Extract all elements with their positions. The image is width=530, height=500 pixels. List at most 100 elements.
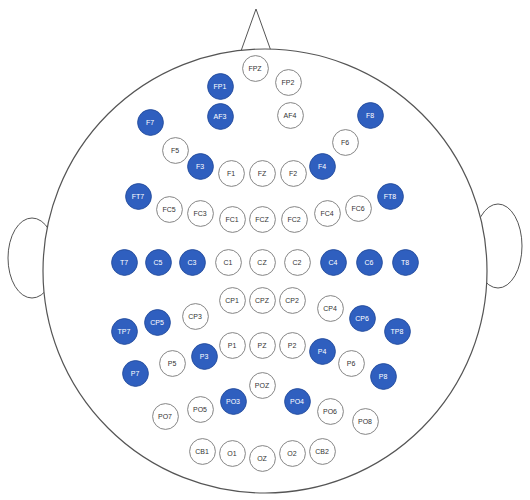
electrode: P4 bbox=[309, 338, 336, 365]
electrode-label: P7 bbox=[131, 370, 140, 377]
electrode-label: C1 bbox=[224, 259, 233, 266]
electrode: POZ bbox=[249, 372, 276, 399]
electrode-label: P3 bbox=[200, 353, 209, 360]
electrode-disc bbox=[349, 305, 375, 331]
electrode-label: AF4 bbox=[284, 112, 297, 119]
electrode-label: F4 bbox=[318, 163, 326, 170]
electrode: FPZ bbox=[242, 55, 269, 82]
electrode: FP2 bbox=[275, 69, 302, 96]
electrode-disc bbox=[284, 388, 310, 414]
electrode-disc bbox=[384, 318, 410, 344]
electrode-label: FT7 bbox=[132, 193, 144, 200]
electrode: PO7 bbox=[152, 403, 179, 430]
electrode-label: FP1 bbox=[214, 83, 227, 90]
electrode-disc bbox=[145, 249, 171, 275]
electrode-label: CP6 bbox=[355, 315, 369, 322]
electrode-label: FT8 bbox=[384, 193, 396, 200]
electrode-label: F2 bbox=[289, 170, 297, 177]
electrode-label: P2 bbox=[288, 342, 297, 349]
electrode: F8 bbox=[357, 102, 384, 129]
electrode-label: FC6 bbox=[351, 205, 364, 212]
electrode-disc bbox=[279, 440, 305, 466]
electrode: T7 bbox=[111, 249, 138, 276]
electrode: FCZ bbox=[249, 206, 276, 233]
electrode-label: F5 bbox=[171, 147, 179, 154]
nose bbox=[241, 9, 271, 51]
electrode-disc bbox=[242, 55, 268, 81]
electrode: C2 bbox=[284, 249, 311, 276]
electrode-disc bbox=[280, 160, 306, 186]
electrode-disc bbox=[309, 153, 335, 179]
electrode: F1 bbox=[218, 160, 245, 187]
electrode-label: FC3 bbox=[193, 210, 206, 217]
electrode-label: FCZ bbox=[255, 216, 269, 223]
electrode: FP1 bbox=[207, 73, 234, 100]
electrode-disc bbox=[152, 403, 178, 429]
electrode-label: PO7 bbox=[158, 413, 172, 420]
electrode-label: CB2 bbox=[315, 448, 329, 455]
electrode: AF3 bbox=[207, 103, 234, 130]
electrode-label: PO6 bbox=[323, 408, 337, 415]
electrode-disc bbox=[137, 109, 163, 135]
electrode: F3 bbox=[187, 153, 214, 180]
electrode-label: F3 bbox=[196, 163, 204, 170]
electrode: CP5 bbox=[144, 309, 171, 336]
electrode: O1 bbox=[219, 440, 246, 467]
electrode-disc bbox=[309, 438, 335, 464]
electrode: CZ bbox=[249, 249, 276, 276]
electrode: PO8 bbox=[352, 408, 379, 435]
electrode-disc bbox=[345, 195, 371, 221]
electrode-disc bbox=[182, 303, 208, 329]
electrode-label: PO4 bbox=[290, 398, 304, 405]
electrode: TP7 bbox=[111, 318, 138, 345]
electrode-label: TP7 bbox=[118, 328, 131, 335]
electrode-disc bbox=[162, 137, 188, 163]
electrode-disc bbox=[338, 350, 364, 376]
electrode-label: C5 bbox=[154, 259, 163, 266]
electrode-label: PO3 bbox=[226, 398, 240, 405]
electrode-label: FC4 bbox=[320, 210, 333, 217]
electrode-label: CZ bbox=[257, 259, 266, 266]
electrode: FT8 bbox=[377, 183, 404, 210]
electrode-label: F1 bbox=[227, 170, 235, 177]
electrode-label: PO5 bbox=[193, 406, 207, 413]
electrode: FC2 bbox=[281, 206, 308, 233]
electrode: C4 bbox=[320, 249, 347, 276]
electrode: CP2 bbox=[279, 287, 306, 314]
electrode: F2 bbox=[280, 160, 307, 187]
electrode: FZ bbox=[249, 160, 276, 187]
electrode-label: F7 bbox=[146, 119, 154, 126]
electrode-disc bbox=[249, 249, 275, 275]
electrode-label: PZ bbox=[258, 342, 267, 349]
electrode: FC4 bbox=[314, 200, 341, 227]
electrode-label: P6 bbox=[347, 360, 356, 367]
head-outline bbox=[43, 49, 487, 493]
electrode-disc bbox=[249, 160, 275, 186]
electrode: F7 bbox=[137, 109, 164, 136]
electrode: O2 bbox=[279, 440, 306, 467]
electrode-label: O2 bbox=[287, 450, 296, 457]
electrode-label: F6 bbox=[341, 139, 349, 146]
electrode-disc bbox=[219, 287, 245, 313]
electrode: CP4 bbox=[317, 295, 344, 322]
electrode: CP6 bbox=[349, 305, 376, 332]
electrode-disc bbox=[370, 363, 396, 389]
electrode-disc bbox=[356, 249, 382, 275]
electrode-disc bbox=[159, 350, 185, 376]
electrode-label: C2 bbox=[293, 259, 302, 266]
electrode: FC6 bbox=[345, 195, 372, 222]
electrode-disc bbox=[279, 332, 305, 358]
electrode-label: FZ bbox=[258, 170, 267, 177]
electrode: P7 bbox=[122, 360, 149, 387]
electrode-disc bbox=[320, 249, 346, 275]
electrode-disc bbox=[189, 438, 215, 464]
electrode: CB2 bbox=[309, 438, 336, 465]
electrode-label: C3 bbox=[188, 259, 197, 266]
electrode-disc bbox=[279, 287, 305, 313]
electrode-label: F8 bbox=[366, 112, 374, 119]
electrode-disc bbox=[144, 309, 170, 335]
electrode-label: P4 bbox=[318, 348, 327, 355]
electrode-disc bbox=[207, 103, 233, 129]
electrode: CPZ bbox=[249, 287, 276, 314]
